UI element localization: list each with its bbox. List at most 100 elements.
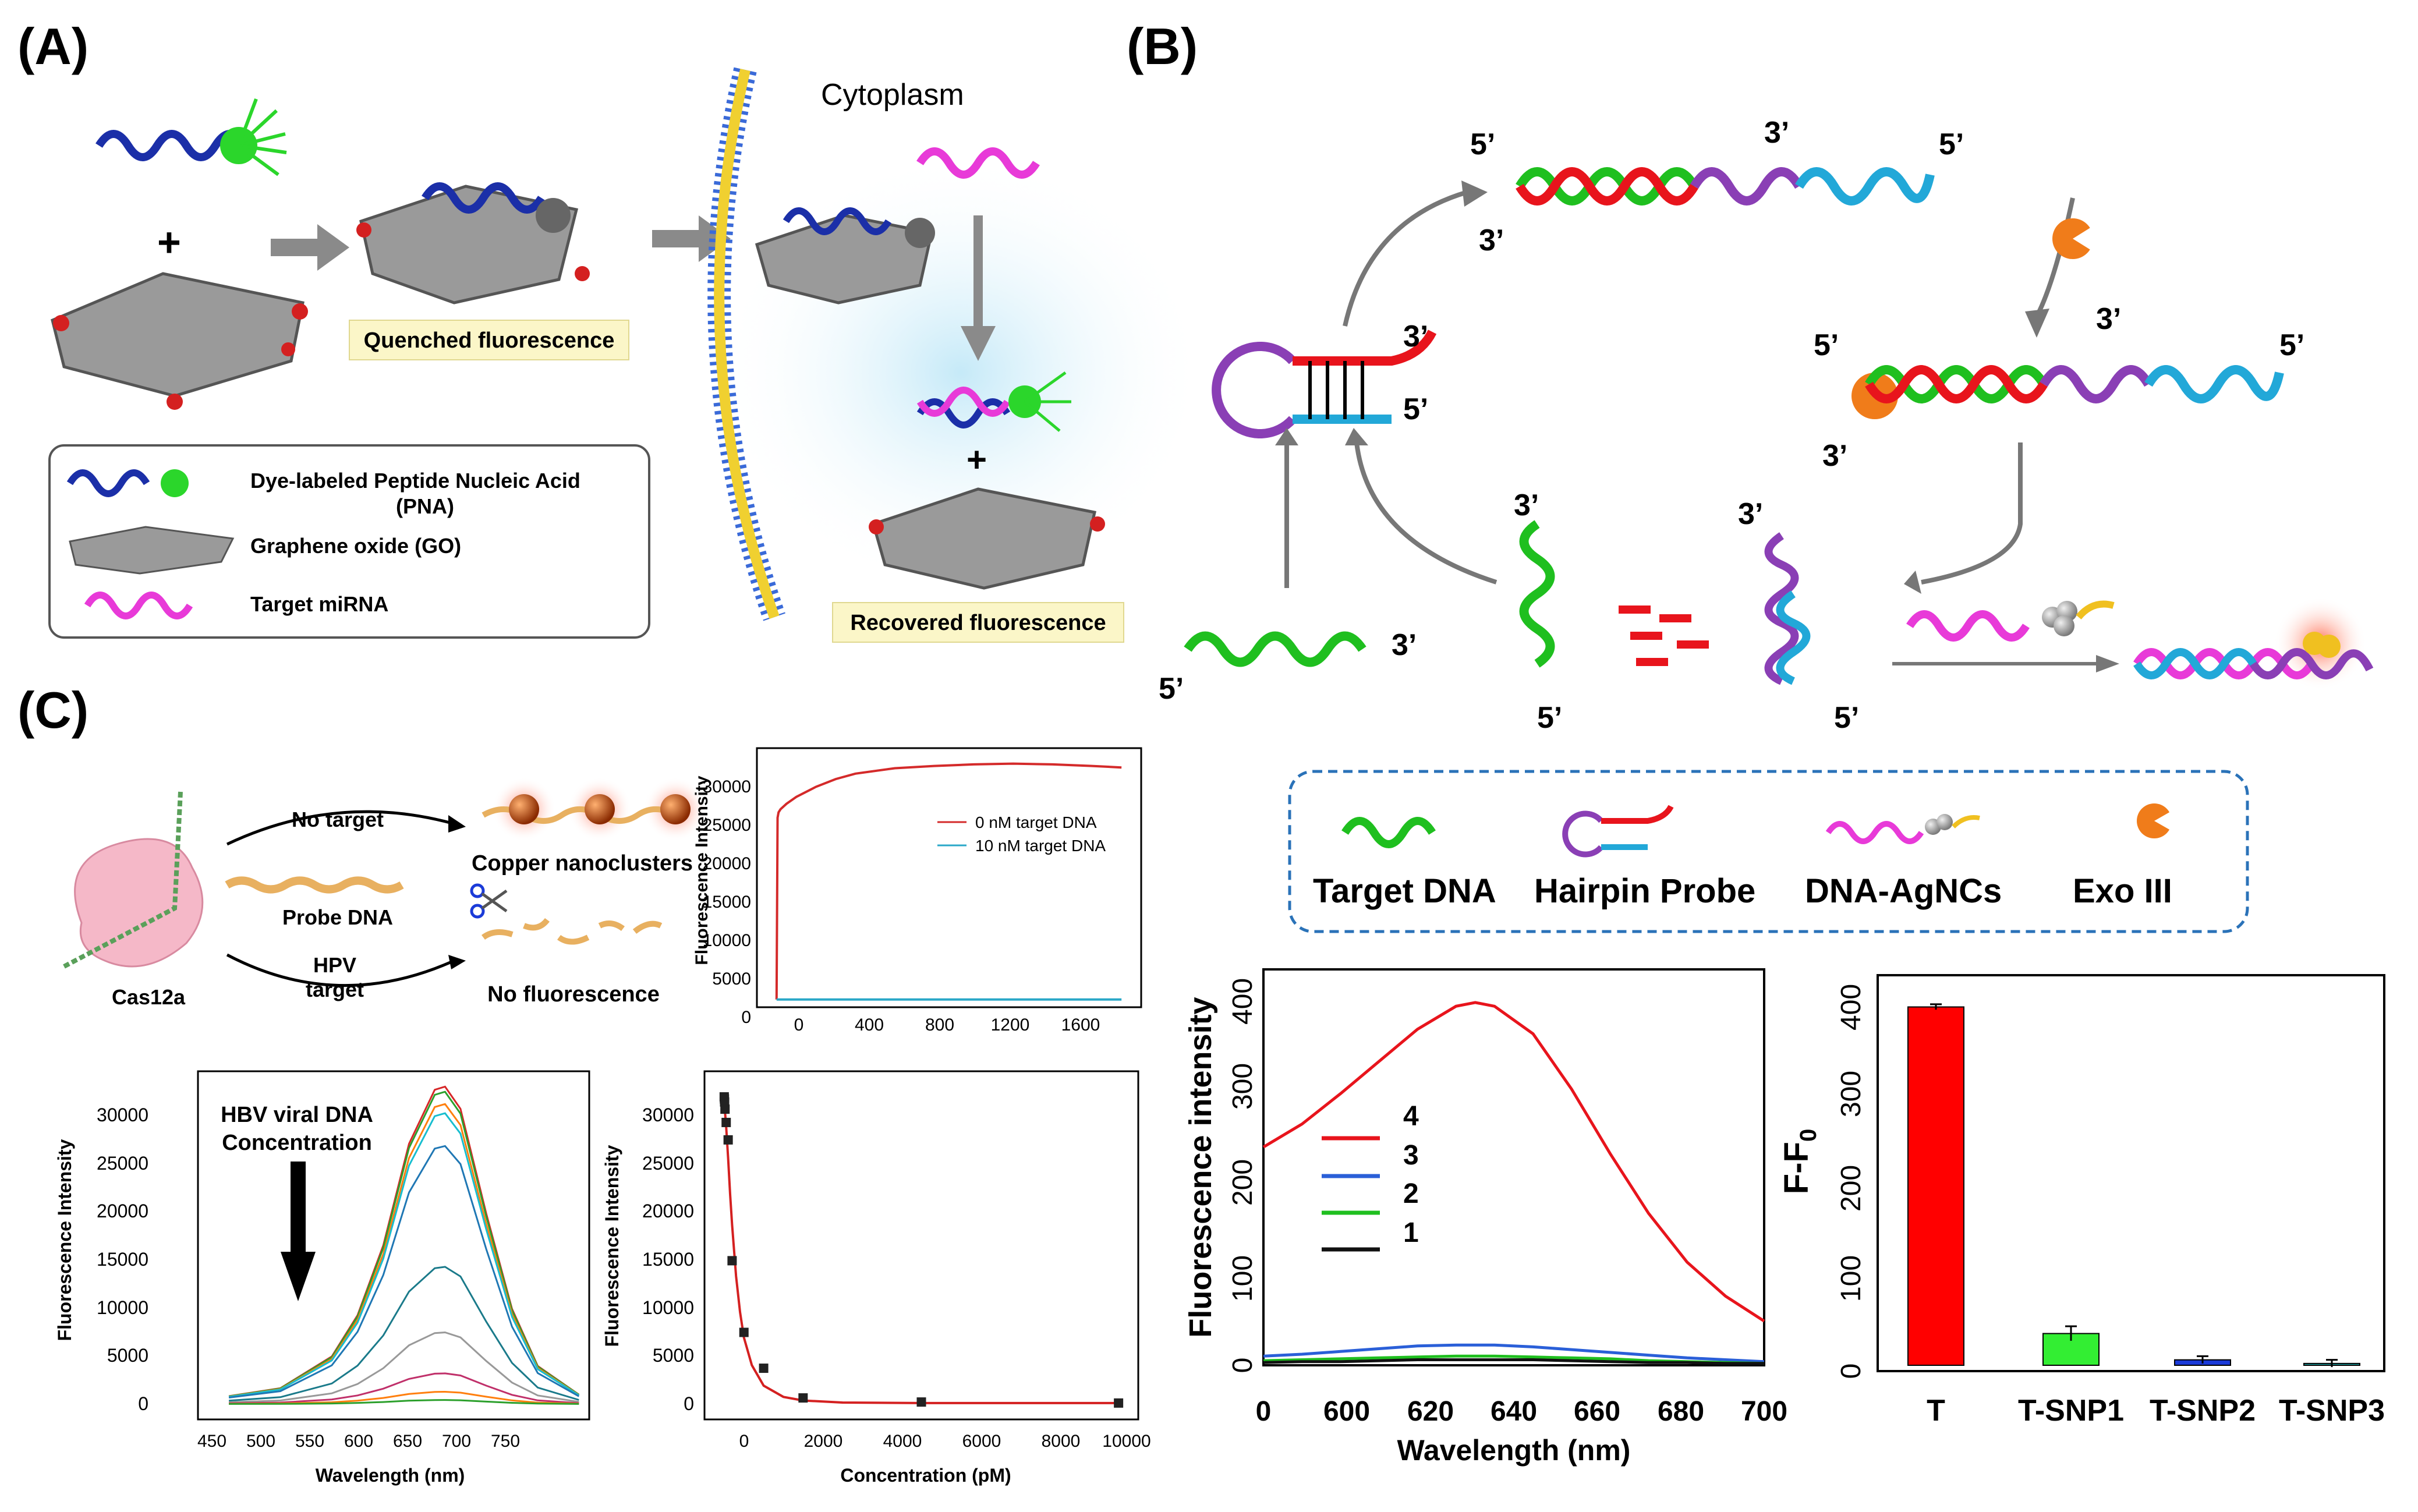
series-line <box>229 1390 579 1405</box>
hairpin-probe-icon <box>1212 330 1437 438</box>
time-chart-ylabel: Fluorescence Intensity <box>692 776 711 965</box>
arrow-3-head-icon <box>961 326 996 361</box>
spectra-c-frame <box>197 1070 590 1421</box>
probe-dna-label: Probe DNA <box>282 905 393 929</box>
spectra-c-ylabel: Fluorescence Intensity <box>54 1139 75 1341</box>
spectrum-b-xticks: 0 600 620 640 660 680 700 <box>1256 1396 1787 1427</box>
legend-pna-line2: (PNA) <box>396 494 454 518</box>
copper-nanoclusters-label: Copper nanoclusters <box>472 851 693 876</box>
tick-label: 0 <box>1256 1396 1272 1427</box>
tick-label: 15000 <box>703 893 751 912</box>
data-point <box>727 1256 737 1266</box>
arrow-b5-icon <box>1354 442 1497 585</box>
copper-nanoclusters-icon <box>482 777 707 841</box>
spectrum-b-xlabel: Wavelength (nm) <box>1397 1434 1631 1467</box>
conc-chart-yticks: 0 5000 10000 15000 20000 25000 30000 <box>642 1104 694 1414</box>
legend-pna-icon <box>66 469 150 497</box>
legend-exo-iii: Exo III <box>2073 872 2172 910</box>
legend-entry: 4 <box>1403 1101 1419 1132</box>
data-point <box>721 1117 731 1127</box>
time-chart-xticks: 0 400 800 1200 1600 <box>794 1015 1100 1035</box>
category-label: T-SNP2 <box>2150 1394 2256 1428</box>
panel-c-scheme: Cas12a No target Probe DNA HPV target Co… <box>63 777 707 1009</box>
time-chart-frame <box>756 747 1142 1008</box>
crrna-icon <box>63 791 183 969</box>
conc-chart-frame <box>703 1070 1139 1421</box>
prime-label: 3’ <box>1392 628 1417 662</box>
spectrum-b-ylabel: Fluorescence intensity <box>1183 997 1218 1337</box>
tick-label: 200 <box>1836 1165 1867 1212</box>
arrow-b2-icon <box>2035 197 2075 316</box>
tick-label: 550 <box>295 1432 324 1451</box>
tick-label: 500 <box>246 1432 275 1451</box>
recovered-label-box <box>832 602 1124 643</box>
tick-label: 6000 <box>962 1432 1001 1451</box>
data-point <box>720 1097 730 1107</box>
arrow-b3-icon <box>1921 442 2023 585</box>
data-point <box>739 1327 749 1337</box>
tick-label: 10000 <box>642 1297 694 1318</box>
tick-label: 0 <box>1227 1358 1258 1373</box>
tick-label: 600 <box>344 1432 373 1451</box>
tick-label: 5000 <box>107 1345 148 1366</box>
tick-label: 0 <box>1836 1364 1867 1379</box>
quenched-label: Quenched fluorescence <box>364 328 615 353</box>
tick-label: 300 <box>1227 1063 1258 1110</box>
prime-label: 3’ <box>1514 488 1539 522</box>
legend-mirna: Target miRNA <box>250 592 388 616</box>
tick-label: 15000 <box>642 1249 694 1270</box>
prime-label: 5’ <box>1814 328 1839 362</box>
tick-label: 750 <box>491 1432 520 1451</box>
data-point <box>916 1397 926 1407</box>
no-fluorescence-label: No fluorescence <box>487 982 660 1007</box>
spectrum-b-yticks: 0 100 200 300 400 <box>1227 978 1258 1373</box>
prime-label: 3’ <box>1764 116 1789 150</box>
prime-label: 5’ <box>1537 701 1562 735</box>
panel-label-c: (C) <box>17 681 88 739</box>
legend-mirna-icon <box>84 592 193 619</box>
cytoplasm-label: Cytoplasm <box>821 78 964 112</box>
tick-label: 0 <box>138 1393 148 1414</box>
tick-label: 20000 <box>642 1201 694 1221</box>
spectrum-b-legend: 4 3 2 1 <box>1322 1101 1419 1252</box>
series-line <box>229 1399 579 1405</box>
bar-yticks: 0 100 200 300 400 <box>1836 984 1867 1379</box>
tick-label: 660 <box>1574 1396 1620 1427</box>
prime-label: 3’ <box>1403 320 1428 353</box>
data-point <box>720 1104 730 1114</box>
series-line <box>1263 1343 1765 1364</box>
released-target-icon <box>1519 520 1555 668</box>
time-legend-entry: 0 nM target DNA <box>975 813 1097 831</box>
tick-label: 0 <box>684 1393 694 1414</box>
arrow-hpv-head-icon <box>448 955 466 969</box>
panel-label-b: (B) <box>1127 17 1198 75</box>
quenched-label-box <box>349 320 629 360</box>
tick-label: 100 <box>1227 1255 1258 1302</box>
tick-label: 620 <box>1407 1396 1454 1427</box>
plus-sign-1: + <box>157 219 181 265</box>
tick-label: 2000 <box>804 1432 843 1451</box>
tick-label: 1600 <box>1061 1015 1100 1035</box>
plus-sign-2: + <box>967 440 987 479</box>
dye-icon <box>220 98 287 176</box>
down-arrow-head-icon <box>281 1252 316 1301</box>
series-line <box>228 1112 580 1398</box>
cell-membrane-core-icon <box>714 68 780 619</box>
tick-label: 30000 <box>703 777 751 796</box>
tick-label: 300 <box>1836 1071 1867 1117</box>
spectrum-b-frame <box>1262 968 1765 1366</box>
legend-target-dna: Target DNA <box>1313 872 1496 910</box>
hpv-label-1: HPV <box>313 953 356 977</box>
tick-label: 10000 <box>1102 1432 1150 1451</box>
series-line <box>229 1266 579 1402</box>
arrow-b2-head-icon <box>2025 309 2049 338</box>
tick-label: 1200 <box>991 1015 1030 1035</box>
series-line <box>229 1331 579 1403</box>
data-point <box>723 1135 733 1145</box>
pna-strand-icon <box>95 130 248 161</box>
cleaved-probe-icon <box>482 918 663 945</box>
legend-entry: 3 <box>1403 1140 1419 1171</box>
tick-label: 25000 <box>703 816 751 835</box>
tick-label: 450 <box>197 1432 226 1451</box>
